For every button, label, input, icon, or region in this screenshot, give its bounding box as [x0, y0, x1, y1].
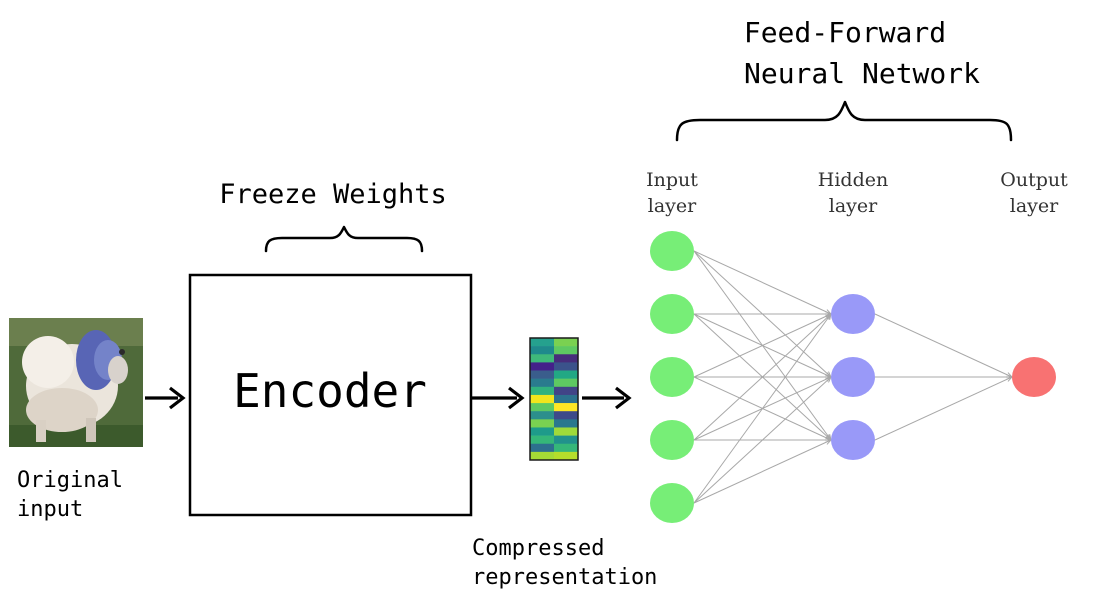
network-nodes — [650, 231, 1056, 523]
input-layer-label-line1: Input — [646, 169, 698, 191]
heatmap-cell — [530, 403, 555, 412]
network-connection — [693, 313, 832, 441]
network-connection — [693, 250, 832, 315]
heatmap-cell — [554, 443, 579, 453]
network-title-line1: Feed-Forward — [744, 16, 946, 49]
heatmap-cell — [554, 386, 579, 396]
heatmap-cell — [530, 386, 555, 396]
output-layer-label-line1: Output — [1000, 169, 1068, 191]
network-connection — [693, 313, 832, 378]
network-connection — [874, 376, 1013, 441]
output-node — [1012, 357, 1056, 397]
input-node — [650, 420, 694, 460]
hidden-layer-label-line1: Hidden — [818, 169, 888, 191]
hidden-node — [831, 357, 875, 397]
network-title-line2: Neural Network — [744, 57, 980, 90]
arrow-code-to-network — [582, 386, 632, 410]
input-node — [650, 294, 694, 334]
heatmap-cell — [554, 378, 579, 388]
input-layer-label-line2: layer — [648, 195, 697, 217]
heatmap-cell — [530, 346, 555, 355]
compressed-label-line2: representation — [472, 565, 657, 590]
hidden-node — [831, 294, 875, 334]
heatmap-cell — [530, 394, 555, 404]
heatmap-cell — [530, 451, 555, 461]
dog-photo-icon — [9, 318, 143, 447]
freeze-bracket — [264, 225, 424, 253]
original-input-label-line1: Original — [17, 468, 123, 493]
heatmap-cell — [554, 338, 579, 347]
heatmap-cell — [554, 403, 579, 412]
network-connection — [693, 376, 832, 504]
network-connections — [693, 250, 1014, 504]
heatmap-cell — [530, 378, 555, 388]
input-node — [650, 357, 694, 397]
heatmap-cell — [554, 427, 579, 436]
heatmap-cell — [530, 362, 555, 371]
heatmap-cell — [554, 370, 579, 379]
heatmap-cell — [530, 427, 555, 436]
compressed-representation-heatmap — [529, 337, 579, 461]
network-connection — [693, 313, 832, 504]
heatmap-cell — [530, 370, 555, 379]
network-connection — [874, 313, 1013, 378]
compressed-label-line1: Compressed — [472, 536, 604, 561]
hidden-layer-label-line2: layer — [829, 195, 878, 217]
heatmap-cell — [554, 451, 579, 461]
heatmap-cell — [554, 435, 579, 445]
input-node — [650, 483, 694, 523]
heatmap-cell — [554, 411, 579, 420]
network-bracket — [675, 100, 1013, 142]
heatmap-frame — [529, 337, 579, 461]
heatmap-cell — [530, 419, 555, 428]
heatmap-cell — [530, 443, 555, 453]
input-node — [650, 231, 694, 271]
arrow-input-to-encoder — [145, 386, 186, 410]
heatmap-cell — [530, 354, 555, 363]
hidden-node — [831, 420, 875, 460]
network-connection — [693, 439, 832, 504]
heatmap-cell — [530, 411, 555, 420]
original-input-label-line2: input — [17, 497, 83, 522]
output-layer-label-line2: layer — [1010, 195, 1059, 217]
freeze-weights-label: Freeze Weights — [219, 179, 447, 210]
heatmap-cell — [554, 419, 579, 428]
heatmap-cell — [530, 338, 555, 347]
heatmap-cell — [554, 354, 579, 363]
heatmap-cell — [554, 394, 579, 404]
arrow-encoder-to-code — [472, 386, 525, 410]
heatmap-cell — [554, 346, 579, 355]
heatmap-cell — [530, 435, 555, 445]
encoder-box — [188, 273, 473, 517]
heatmap-cell — [554, 362, 579, 371]
encoder-label: Encoder — [233, 364, 427, 418]
